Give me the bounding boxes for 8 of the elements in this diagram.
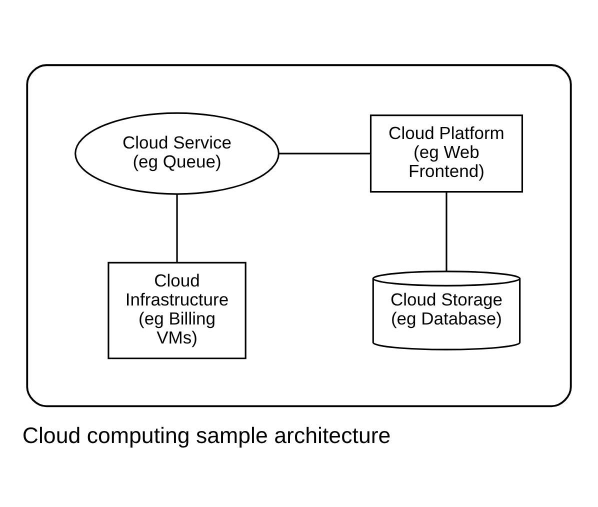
- node-box: Cloud Platform (eg Web Frontend): [370, 114, 524, 192]
- connector: [176, 194, 178, 262]
- caption: Cloud computing sample architecture: [22, 422, 391, 448]
- node-ellipse: Cloud Service (eg Queue): [74, 112, 280, 194]
- node-box: Cloud Infrastructure (eg Billing VMs): [108, 261, 246, 359]
- connector: [446, 192, 448, 270]
- cluster: [26, 64, 572, 407]
- connector: [278, 152, 370, 154]
